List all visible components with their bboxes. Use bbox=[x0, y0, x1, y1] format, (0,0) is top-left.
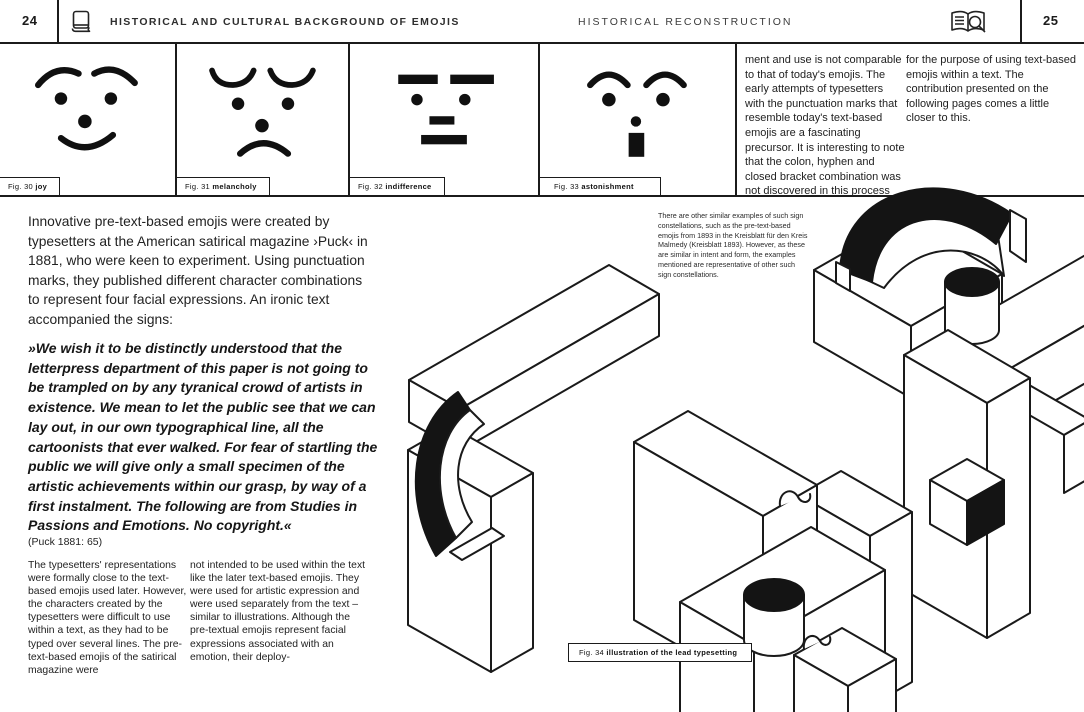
bracket-lead-piece bbox=[414, 391, 505, 561]
type-block-left bbox=[407, 425, 534, 673]
figure-34-caption: Fig. 34 illustration of the lead typeset… bbox=[568, 643, 753, 662]
book-icon bbox=[71, 10, 91, 33]
figure-caption: Fig. 33 astonishment bbox=[540, 177, 661, 195]
cube-hyphen-piece bbox=[929, 458, 1005, 546]
figure-caption: Fig. 31 melancholy bbox=[177, 177, 270, 195]
citation: (Puck 1881: 65) bbox=[28, 536, 103, 548]
header-divider-right bbox=[1020, 0, 1022, 42]
cylinder-dot-piece-lower bbox=[743, 578, 805, 657]
figure-panel-joy: Fig. 30 joy bbox=[0, 44, 177, 195]
intro-paragraph: Innovative pre-text-based emojis were cr… bbox=[28, 214, 368, 327]
margin-note: There are other similar examples of such… bbox=[658, 211, 808, 279]
figure-caption: Fig. 32 indifference bbox=[350, 177, 445, 195]
right-page-column-2: for the purpose of using text-based emoj… bbox=[906, 54, 1076, 125]
left-running-title: HISTORICAL AND CULTURAL BACKGROUND OF EM… bbox=[110, 16, 460, 28]
right-page-number: 25 bbox=[1043, 13, 1059, 28]
punctuation-face-joy bbox=[34, 66, 138, 151]
punctuation-face-melancholy bbox=[208, 67, 316, 157]
punctuation-face-indifference bbox=[398, 74, 494, 145]
figure-caption: Fig. 30 joy bbox=[0, 177, 61, 195]
figure-panel-astonishment: Fig. 33 astonishment bbox=[540, 44, 737, 195]
figure-band: Fig. 30 joy Fig. 31 melancholy Fig. 32 i… bbox=[0, 44, 1084, 197]
lead-typesetting-illustration bbox=[407, 187, 1084, 712]
figure-panel-melancholy: Fig. 31 melancholy bbox=[177, 44, 350, 195]
pull-quote: »We wish it to be distinctly understood … bbox=[28, 340, 378, 534]
body-column-2: not intended to be used within the text … bbox=[190, 560, 366, 663]
cylinder-dot-piece-upper bbox=[944, 267, 1000, 345]
header-divider-left bbox=[57, 0, 59, 42]
left-page-number: 24 bbox=[22, 13, 38, 28]
body-column-1: The typesetters' representations were fo… bbox=[28, 560, 187, 676]
right-running-title: HISTORICAL RECONSTRUCTION bbox=[578, 16, 793, 28]
figure-panel-indifference: Fig. 32 indifference bbox=[350, 44, 540, 195]
right-page-column-1: ment and use is not comparable to that o… bbox=[745, 54, 905, 198]
arc-lead-piece bbox=[835, 187, 1027, 292]
punctuation-face-astonishment bbox=[586, 71, 687, 157]
type-block-bottom bbox=[793, 627, 897, 712]
book-search-icon bbox=[951, 10, 986, 33]
page-header: 24 HISTORICAL AND CULTURAL BACKGROUND OF… bbox=[0, 0, 1084, 44]
